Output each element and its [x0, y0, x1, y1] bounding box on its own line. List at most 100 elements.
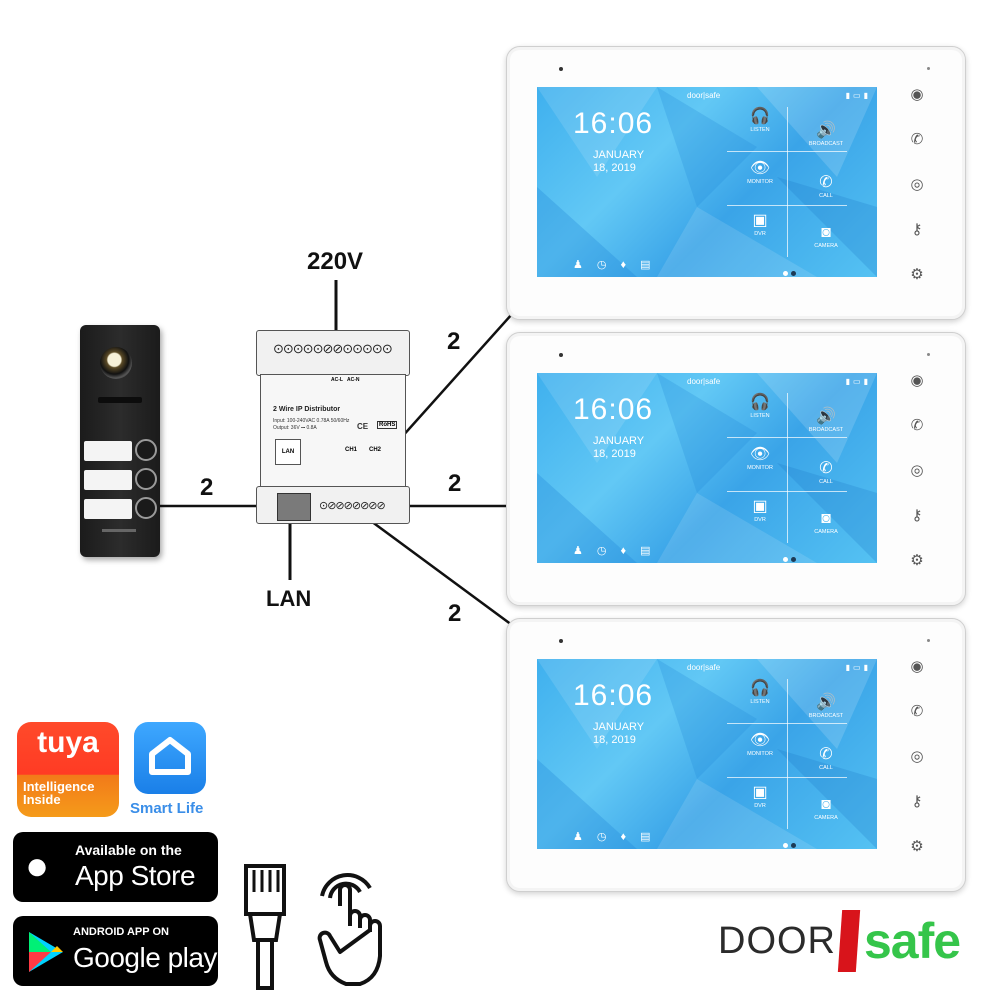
call-tile[interactable]: ✆CALL: [793, 745, 859, 781]
monitor-tile[interactable]: 👁MONITOR: [727, 445, 793, 481]
home-button-icon[interactable]: ◎: [910, 176, 924, 193]
settings-icon[interactable]: ⚙: [910, 838, 924, 855]
ip-distributor: ⊙⊙⊙⊙⊙⊘⊘⊙⊙⊙⊙⊙ AC-L AC-N 2 Wire IP Distrib…: [256, 330, 410, 524]
clock-time: 16:06: [573, 393, 654, 426]
side-button-panel: ◉ ✆ ◎ ⚷ ⚙: [905, 657, 929, 882]
status-icons: ▮▭▮: [845, 377, 871, 386]
broadcast-tile[interactable]: 🔊BROADCAST: [793, 407, 859, 443]
lan-label: LAN: [266, 586, 312, 611]
speaker-icon: 🔊: [816, 408, 836, 425]
phone-icon[interactable]: ✆: [910, 703, 924, 720]
call-button-1[interactable]: [135, 439, 157, 461]
page-indicator: [783, 835, 803, 848]
page-indicator: [783, 263, 803, 276]
brand-safe: safe: [864, 913, 961, 969]
headphones-icon: 🎧: [750, 680, 770, 697]
clock-time: 16:06: [573, 679, 654, 712]
listen-tile[interactable]: 🎧LISTEN: [727, 107, 793, 143]
smart-life-label: Smart Life: [130, 800, 204, 817]
key-icon[interactable]: ⚷: [911, 507, 923, 524]
phone-icon[interactable]: ✆: [910, 417, 924, 434]
broadcast-tile[interactable]: 🔊BROADCAST: [793, 121, 859, 157]
eye-icon[interactable]: ◉: [910, 658, 924, 675]
listen-tile[interactable]: 🎧LISTEN: [727, 679, 793, 715]
monitor-3-wire: [355, 508, 513, 627]
smart-life-icon: [134, 722, 206, 794]
side-button-panel: ◉ ✆ ◎ ⚷ ⚙: [905, 85, 929, 310]
google-play-badge[interactable]: ANDROID APP ON Google play: [13, 916, 218, 986]
home-button-icon[interactable]: ◎: [910, 462, 924, 479]
camera-icon: ◙: [821, 796, 831, 813]
ac-n-label: AC-N: [347, 377, 360, 383]
distributor-top-terminals: ⊙⊙⊙⊙⊙⊘⊘⊙⊙⊙⊙⊙: [256, 330, 410, 376]
distributor-front-panel: AC-L AC-N 2 Wire IP Distributor Input: 1…: [260, 374, 406, 488]
distributor-spec: Input: 100-240VAC 0.78A 50/60Hz Output: …: [273, 418, 350, 431]
mic-slot: [102, 529, 136, 532]
eye-icon: 👁: [749, 446, 771, 463]
monitor-1-wire-count: 2: [447, 328, 461, 355]
phone-icon: ✆: [819, 460, 833, 477]
screen-brand: door|safe: [687, 663, 721, 672]
door-station: [80, 325, 160, 557]
camera-tile[interactable]: ◙CAMERA: [793, 795, 859, 831]
call-button-2[interactable]: [135, 468, 157, 490]
eye-icon[interactable]: ◉: [910, 86, 924, 103]
distributor-bottom-terminals: ⊙⊘⊘⊘⊘⊘⊘⊘: [256, 486, 410, 524]
ac-l-label: AC-L: [331, 377, 343, 383]
broadcast-tile[interactable]: 🔊BROADCAST: [793, 693, 859, 729]
ch1-label: CH1: [345, 447, 358, 453]
dvr-tile[interactable]: ▣DVR: [727, 497, 793, 533]
tuya-wordmark: tuya: [37, 726, 99, 759]
monitor-2-wire-count: 2: [448, 470, 462, 497]
video-icon: ▣: [752, 498, 768, 515]
eye-icon: 👁: [749, 732, 771, 749]
app-store-badge[interactable]: ● Available on the App Store: [13, 832, 218, 902]
name-plate-2: [84, 470, 132, 490]
name-plate-1: [84, 441, 132, 461]
camera-tile[interactable]: ◙CAMERA: [793, 223, 859, 259]
rj45-port[interactable]: [277, 493, 311, 521]
dvr-tile[interactable]: ▣DVR: [727, 783, 793, 819]
speaker-grille: [98, 397, 142, 403]
phone-icon[interactable]: ✆: [910, 131, 924, 148]
distributor-title: 2 Wire IP Distributor: [273, 406, 341, 413]
video-icon: ▣: [752, 784, 768, 801]
call-button-3[interactable]: [135, 497, 157, 519]
monitor-tile[interactable]: 👁MONITOR: [727, 159, 793, 195]
monitor-tile[interactable]: 👁MONITOR: [727, 731, 793, 767]
camera-icon: ◙: [821, 510, 831, 527]
home-button-icon[interactable]: ◎: [910, 748, 924, 765]
camera-lens: [100, 347, 132, 379]
camera-tile[interactable]: ◙CAMERA: [793, 509, 859, 545]
eye-icon: 👁: [749, 160, 771, 177]
key-icon[interactable]: ⚷: [911, 793, 923, 810]
listen-tile[interactable]: 🎧LISTEN: [727, 393, 793, 429]
call-tile[interactable]: ✆CALL: [793, 459, 859, 495]
call-tile[interactable]: ✆CALL: [793, 173, 859, 209]
settings-icon[interactable]: ⚙: [910, 552, 924, 569]
side-button-panel: ◉ ✆ ◎ ⚷ ⚙: [905, 371, 929, 596]
eye-icon[interactable]: ◉: [910, 372, 924, 389]
settings-icon[interactable]: ⚙: [910, 266, 924, 283]
lan-port-label: LAN: [275, 439, 301, 465]
bottom-bar-icons: ♟◷♦▤: [573, 545, 665, 557]
key-icon[interactable]: ⚷: [911, 221, 923, 238]
ch2-label: CH2: [369, 447, 382, 453]
ethernet-plug-icon: [244, 864, 286, 990]
dvr-tile[interactable]: ▣DVR: [727, 211, 793, 247]
monitor-3-wire-count: 2: [448, 600, 462, 627]
touch-hand-icon: [317, 873, 382, 986]
bottom-bar-icons: ♟◷♦▤: [573, 831, 665, 843]
speaker-icon: 🔊: [816, 694, 836, 711]
headphones-icon: 🎧: [750, 394, 770, 411]
bottom-bar-icons: ♟◷♦▤: [573, 259, 665, 271]
